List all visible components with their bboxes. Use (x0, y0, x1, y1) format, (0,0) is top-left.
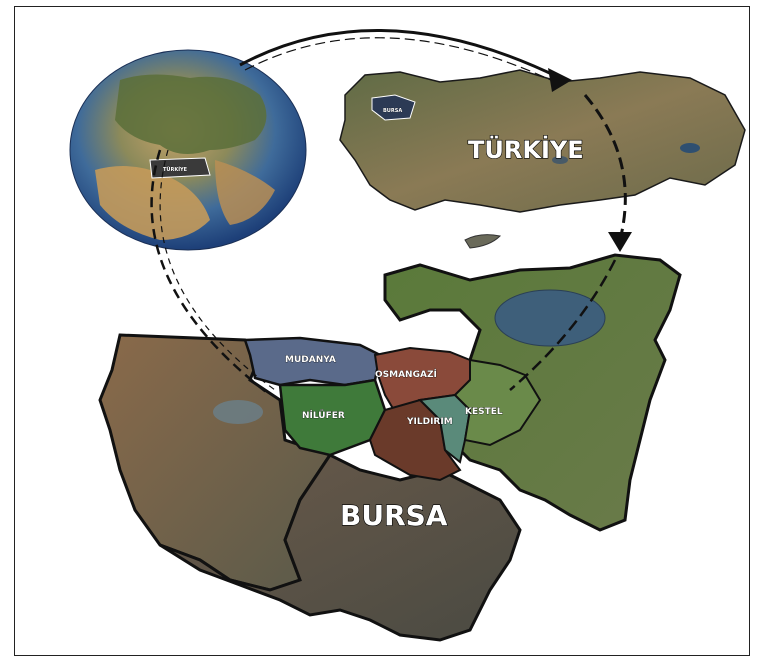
arrow-head-icon (608, 232, 632, 252)
district-label-nilufer: NİLÜFER (302, 410, 345, 421)
province-label: BURSA (340, 499, 448, 532)
connector-arrows (150, 29, 627, 396)
district-label-yildirim: YILDIRIM (406, 417, 453, 427)
inset-city-label: BURSA (383, 108, 402, 114)
turkiye-map: BURSA TÜRKİYE (339, 69, 746, 249)
globe: TÜRKİYE (69, 49, 307, 251)
district-label-kestel: KESTEL (465, 407, 503, 417)
globe-country-label: TÜRKİYE (163, 166, 188, 173)
country-label: TÜRKİYE (468, 134, 584, 164)
bursa-map: MUDANYA NİLÜFER OSMANGAZİ YILDIRIM KESTE… (98, 253, 682, 642)
district-label-mudanya: MUDANYA (285, 355, 336, 365)
arrow-head-icon (548, 68, 572, 92)
district-label-osmangazi: OSMANGAZİ (375, 369, 437, 380)
